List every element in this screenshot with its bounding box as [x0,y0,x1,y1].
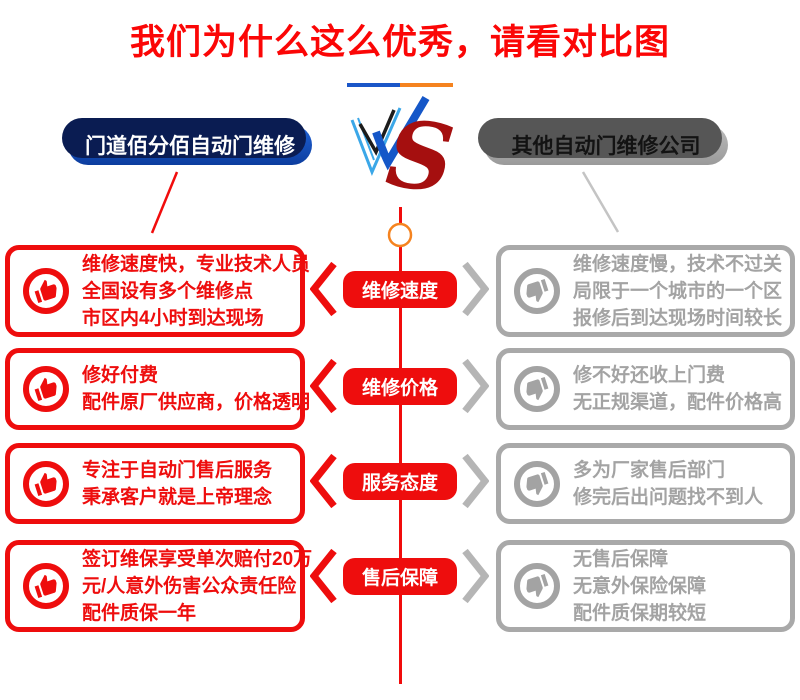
category-pill-repair-speed: 维修速度 [343,271,457,308]
chevron-left-icon [310,358,337,414]
vs-logo: S [350,95,459,206]
chevron-left-icon [310,261,337,317]
thumbs-down-icon [514,563,560,609]
advantage-line: 维修速度快，专业技术人员 [82,253,311,275]
chevron-right-icon [462,261,489,317]
advantage-box-repair-price: 修好付费 配件原厂供应商，价格透明 [5,348,310,430]
chevron-left-icon [310,548,337,604]
disadvantage-line: 维修速度慢，技术不过关 [573,253,783,275]
advantage-line: 配件原厂供应商，价格透明 [82,392,311,413]
advantage-line: 秉承客户就是上帝理念 [82,486,273,508]
disadvantage-line: 多为厂家售后部门 [573,459,726,481]
thumbs-down-icon [514,366,560,412]
divider-orange-segment [400,83,453,87]
advantage-line: 配件质保一年 [82,602,197,624]
disadvantage-line: 无正规渠道，配件价格高 [573,392,783,413]
category-label: 售后保障 [361,568,438,589]
advantage-line: 签订维保享受单次赔付20万 [82,548,313,570]
thumbs-up-icon [23,366,69,412]
advantage-line: 修好付费 [82,365,159,386]
our-company-label: 门道佰分佰自动门维修 [85,135,295,158]
category-label: 维修价格 [361,378,438,399]
thumbs-down-icon [514,460,560,507]
advantage-line: 专注于自动门售后服务 [82,459,273,481]
disadvantage-line: 修不好还收上门费 [573,365,726,386]
thumbs-down-icon [514,268,560,314]
left-connector-line [150,171,179,234]
chevron-left-icon [310,453,337,509]
other-company-label: 其他自动门维修公司 [511,135,701,158]
thumbs-up-icon [23,460,69,507]
chevron-right-icon [462,548,489,604]
category-label: 服务态度 [361,473,438,494]
advantage-line: 元/人意外伤害公众责任险 [82,575,297,597]
disadvantage-line: 修完后出问题找不到人 [573,486,764,508]
divider-line [347,83,453,87]
right-connector-line [581,171,620,233]
disadvantage-box-after-sales: 无售后保障 无意外保险保障 配件质保期较短 [496,540,795,632]
our-company-banner: 门道佰分佰自动门维修 [62,118,312,165]
thumbs-up-icon [23,268,69,314]
disadvantage-line: 局限于一个城市的一个区 [573,280,783,302]
chevron-right-icon [462,358,489,414]
disadvantage-line: 无意外保险保障 [573,575,707,597]
advantage-line: 市区内4小时到达现场 [82,307,264,329]
disadvantage-box-repair-speed: 维修速度慢，技术不过关 局限于一个城市的一个区 报修后到达现场时间较长 [496,245,795,337]
advantage-box-repair-speed: 维修速度快，专业技术人员 全国设有多个维修点 市区内4小时到达现场 [5,245,310,337]
page-title: 我们为什么这么优秀，请看对比图 [129,23,670,62]
disadvantage-box-service-attitude: 多为厂家售后部门 修完后出问题找不到人 [496,443,795,524]
advantage-box-after-sales: 签订维保享受单次赔付20万 元/人意外伤害公众责任险 配件质保一年 [5,540,312,632]
other-company-banner: 其他自动门维修公司 [478,118,728,165]
vs-s-letter: S [382,99,459,206]
category-label: 维修速度 [361,281,438,302]
thumbs-up-icon [23,563,69,609]
chevron-right-icon [462,453,489,509]
divider-blue-segment [347,83,400,87]
advantage-box-service-attitude: 专注于自动门售后服务 秉承客户就是上帝理念 [5,443,305,524]
category-pill-service-attitude: 服务态度 [343,463,457,500]
disadvantage-line: 无售后保障 [573,548,669,570]
timeline-circle [387,222,413,248]
disadvantage-line: 配件质保期较短 [573,602,707,624]
category-pill-after-sales: 售后保障 [343,558,457,595]
disadvantage-box-repair-price: 修不好还收上门费 无正规渠道，配件价格高 [496,348,795,430]
advantage-line: 全国设有多个维修点 [82,280,254,302]
category-pill-repair-price: 维修价格 [343,368,457,405]
disadvantage-line: 报修后到达现场时间较长 [573,307,783,329]
